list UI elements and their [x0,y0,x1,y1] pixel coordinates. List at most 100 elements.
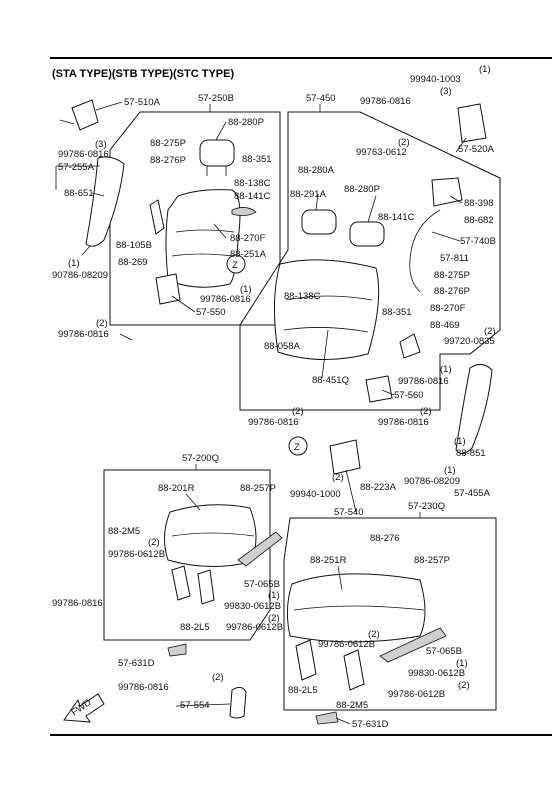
label-57-065B: 57-065B [244,579,280,590]
label-57-811: 57-811 [440,253,469,264]
label-88-275P: 88-275P [150,138,186,149]
label-57-550: 57-550 [196,307,226,318]
lower-left-box [103,469,271,641]
pad-left [231,207,257,216]
label-88-2M5: 88-2M5 [336,700,368,711]
label-n1c: (1) [479,64,491,75]
label-n2b: (2) [398,137,410,148]
label-88-105B: 88-105B [116,240,152,251]
label-57-510A: 57-510A [124,97,161,108]
z-marker-a [226,254,246,274]
cover-57-631D-a [167,643,187,657]
label-88-398: 88-398 [464,198,494,209]
label-57-540: 57-540 [334,507,364,518]
label-99786-0612B: 99786-0612B [108,549,165,560]
label-n2g: (2) [148,537,160,548]
label-n1a: (1) [68,258,80,269]
side-panel-57-455A [455,364,493,454]
label-99786-0816: 99786-0816 [360,96,411,107]
label-57-065B: 57-065B [426,646,462,657]
label-n2c: (2) [484,326,496,337]
label-88-269: 88-269 [118,257,148,268]
cover-57-631D-b [315,711,339,725]
page-title: (STA TYPE)(STB TYPE)(STC TYPE) [52,68,234,80]
label-88-851: 88-851 [456,448,486,459]
label-57-520A: 57-520A [458,144,495,155]
label-88-451Q: 88-451Q [312,375,349,386]
label-57-230Q: 57-230Q [408,501,445,512]
label-88-251R: 88-251R [310,555,347,566]
label-99786-0816: 99786-0816 [58,149,109,160]
label-99830-0612B: 99830-0612B [224,601,281,612]
label-n2j: (2) [368,629,380,640]
label-57-255A: 57-255A [58,162,95,173]
latch-57-540 [329,439,361,475]
label-99786-0816: 99786-0816 [52,598,103,609]
label-57-200Q: 57-200Q [182,453,219,464]
strip-57-065B-a [237,531,283,567]
bracket-88-2L5-a [171,565,191,601]
upper-left-box [109,111,281,326]
part-labels: 57-510A (3) 99786-0816 57-255A 88-651 (1… [52,64,496,730]
label-88-138C: 88-138C [234,178,271,189]
label-88-201R: 88-201R [158,483,195,494]
latch-57-520A [457,103,487,143]
seatback-left [165,189,241,288]
label-z: Z [294,442,300,453]
label-88-270F: 88-270F [230,233,266,244]
label-n3b: (3) [440,86,452,97]
label-57-250B: 57-250B [198,93,234,104]
label-99786-0816: 99786-0816 [200,294,251,305]
label-57-450: 57-450 [306,93,336,104]
label-99940-1000: 99940-1000 [290,489,341,500]
label-99786-0612B: 99786-0612B [318,639,375,650]
label-88-276: 88-276 [370,533,400,544]
hinge-57-550 [155,273,181,305]
label-88-280A: 88-280A [298,165,335,176]
label-88-682: 88-682 [464,215,494,226]
bolt-group-left [59,119,133,341]
label-88-058A: 88-058A [264,341,301,352]
label-99786-0816: 99786-0816 [378,417,429,428]
cushion-88-251R [286,573,426,643]
label-n2f: (2) [332,472,344,483]
belt-57-740B [409,209,441,293]
label-57-560: 57-560 [394,390,424,401]
label-88-276P: 88-276P [150,155,186,166]
label-90786-08209: 90786-08209 [52,270,108,281]
label-99786-0612B: 99786-0612B [226,622,283,633]
label-90786-08209: 90786-08209 [404,476,460,487]
seatback-right [273,259,380,360]
label-57-631D: 57-631D [118,658,155,669]
headrest-88-280P [349,221,385,247]
label-n1b: (1) [240,284,252,295]
cover-57-554 [229,686,247,719]
label-n2d: (2) [292,406,304,417]
label-88-251A: 88-251A [230,249,267,260]
label-99786-0612B: 99786-0612B [388,689,445,700]
z-marker-b [288,436,308,456]
label-88-275P: 88-275P [434,270,470,281]
label-99830-0612B: 99830-0612B [408,668,465,679]
label-88-257P: 88-257P [414,555,450,566]
label-n3a: (3) [95,139,107,150]
label-88-280P: 88-280P [344,184,380,195]
headrest-left [199,139,235,167]
label-88-2L5: 88-2L5 [180,622,210,633]
label-99786-0816: 99786-0816 [248,417,299,428]
label-88-351: 88-351 [382,307,412,318]
strip-57-065B-b [379,627,447,663]
label-88-351: 88-351 [242,154,272,165]
latch-57-510A [71,99,99,131]
label-88-469: 88-469 [430,320,460,331]
side-panel-57-255A [85,156,125,247]
label-99763-0612: 99763-0612 [356,147,407,158]
label-57-631D: 57-631D [352,719,389,730]
headrest-88-280A [301,209,337,235]
fwd-arrow-icon [63,693,105,723]
label-57-740B: 57-740B [460,236,496,247]
retractor-88-398 [431,177,463,207]
label-n2i: (2) [212,672,224,683]
label-99786-0816: 99786-0816 [398,376,449,387]
